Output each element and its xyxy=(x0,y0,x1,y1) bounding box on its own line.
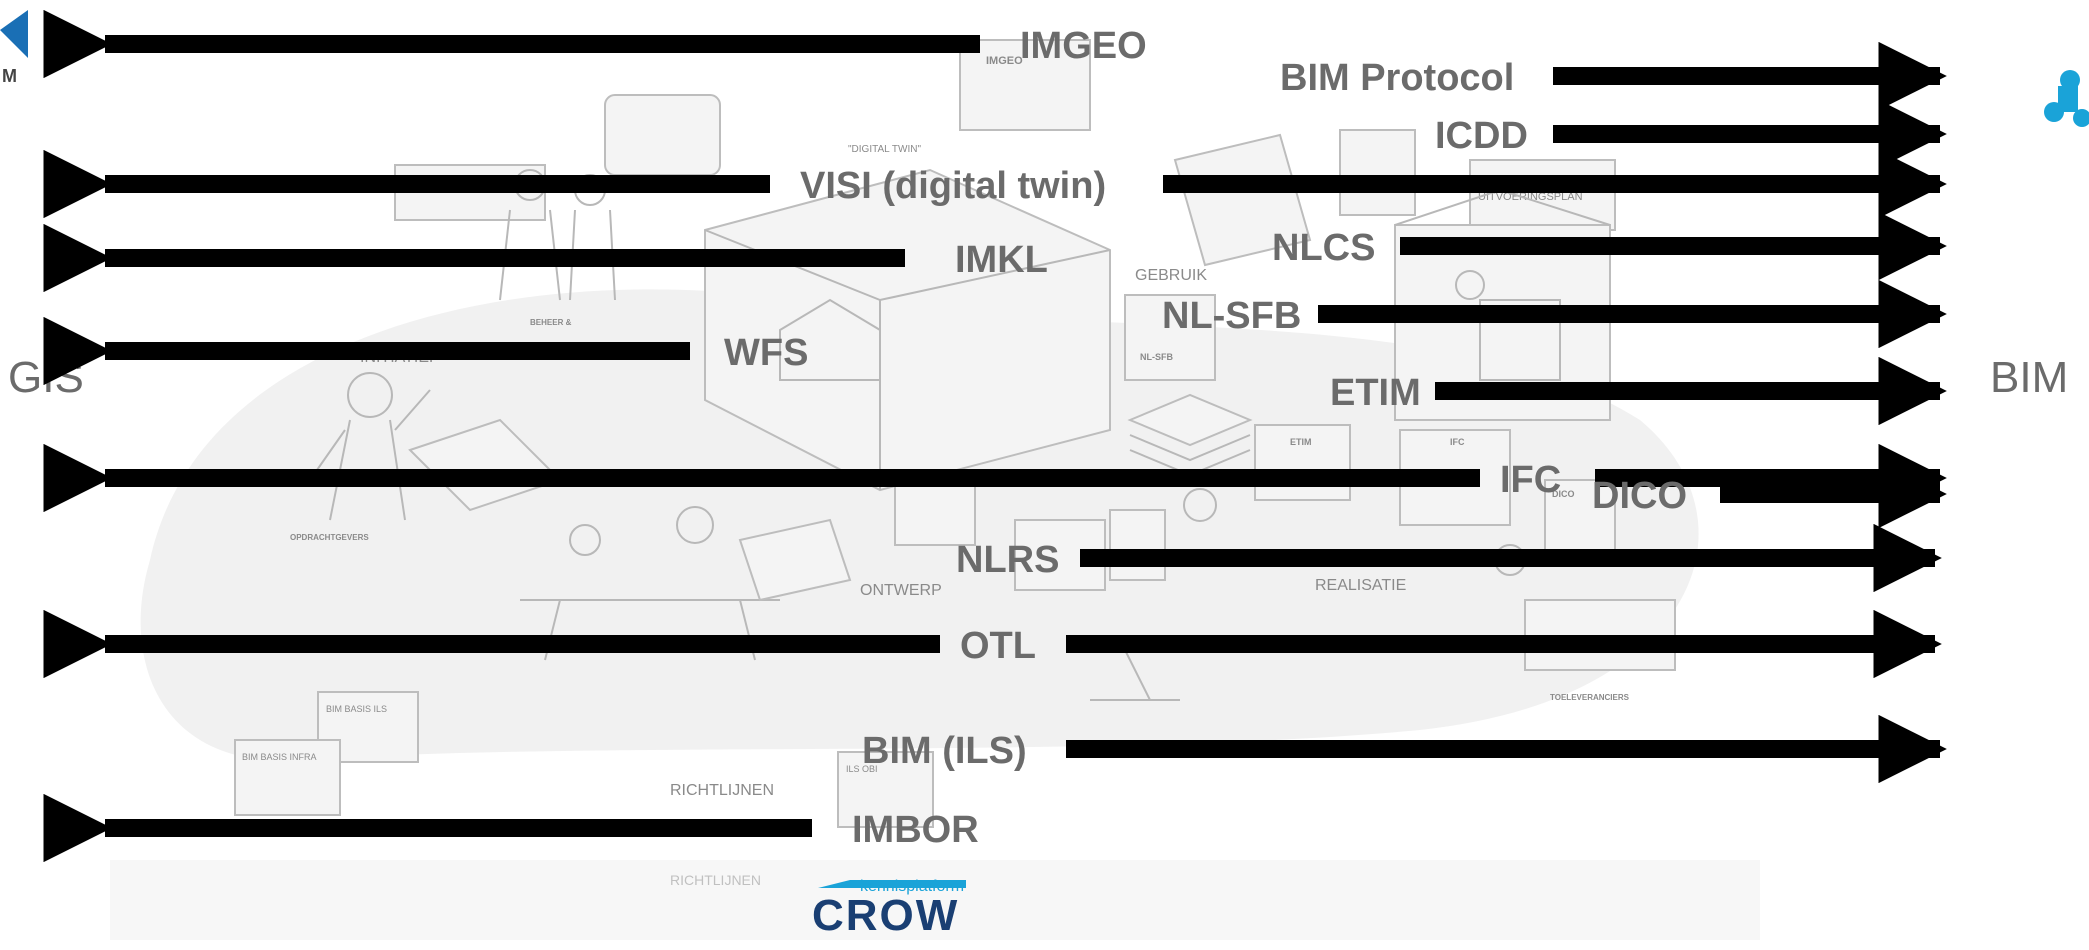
dico-label: DICO xyxy=(1592,475,1687,517)
imbor-label: IMBOR xyxy=(852,809,979,851)
opdrachtgevers-caption: OPDRACHTGEVERS xyxy=(290,533,369,542)
nlrs-label: NLRS xyxy=(956,539,1059,581)
otl-label: OTL xyxy=(960,625,1036,667)
partner-logo-icon: M xyxy=(0,10,28,86)
imgeo-box xyxy=(959,39,1091,131)
bim-basis-ils-caption: BIM BASIS ILS xyxy=(326,704,387,714)
bp-bim-card xyxy=(1339,129,1416,216)
visi-digital-twin-label: VISI (digital twin) xyxy=(800,165,1106,207)
crow-logo-subtitle: kennisplatform xyxy=(860,878,964,895)
toeleveranciers-caption: TOELEVERANCIERS xyxy=(1550,693,1630,702)
ifc-label: IFC xyxy=(1500,459,1561,501)
phase-realisatie: REALISATIE xyxy=(1315,577,1406,594)
ifc-card-caption: IFC xyxy=(1450,437,1465,447)
cube-sketch xyxy=(1173,133,1312,267)
phase-richtlijnen-reflection: RICHTLIJNEN xyxy=(670,872,761,888)
engineer-head-sketch xyxy=(1183,488,1217,522)
ils-obi-card xyxy=(837,751,934,828)
beheer-caption: BEHEER & xyxy=(530,318,572,327)
phase-gebruik: GEBRUIK xyxy=(1135,267,1207,284)
crow-logo-swoosh xyxy=(818,880,966,888)
layers-sketch xyxy=(1127,393,1253,447)
architect-head-sketch xyxy=(569,524,601,556)
star-logo-icon xyxy=(2044,70,2089,127)
bim-protocol-label: BIM Protocol xyxy=(1280,57,1514,99)
monitor-sketch xyxy=(1109,509,1166,581)
standard-arrows xyxy=(43,9,1947,863)
svg-text:M: M xyxy=(2,66,17,86)
bim-ils-label: BIM (ILS) xyxy=(862,730,1027,772)
etim-card xyxy=(1254,424,1351,501)
house-sketch xyxy=(779,298,881,381)
crow-logo: kennisplatform CROW xyxy=(812,878,966,940)
crow-logo-title: CROW xyxy=(812,891,959,940)
nlsfb-card xyxy=(1124,294,1216,381)
architect-head-sketch xyxy=(676,506,714,544)
icdd-label: ICDD xyxy=(1435,115,1528,157)
wfs-label: WFS xyxy=(724,332,808,374)
imgeo-label: IMGEO xyxy=(1020,25,1147,67)
worker-head-sketch xyxy=(1455,270,1485,300)
phase-richtlijnen: RICHTLIJNEN xyxy=(670,782,774,799)
imkl-label: IMKL xyxy=(955,239,1048,281)
gis-label: GIS xyxy=(8,353,84,402)
nlsfb-card-caption: NL-SFB xyxy=(1140,352,1173,362)
bim-label: BIM xyxy=(1990,353,2068,402)
bim-basis-infra-card xyxy=(234,739,341,816)
bottom-ribbon xyxy=(110,860,1760,940)
ils-obi-caption: ILS OBI xyxy=(846,764,878,774)
imgeo-box-caption: IMGEO xyxy=(986,55,1023,67)
bim-basis-infra-caption: BIM BASIS INFRA xyxy=(242,752,317,762)
phase-ontwerp: ONTWERP xyxy=(860,582,942,599)
nl-sfb-label: NL-SFB xyxy=(1162,295,1301,337)
etim-card-caption: ETIM xyxy=(1290,437,1312,447)
digital-twin-caption: "DIGITAL TWIN" xyxy=(848,144,921,155)
opdrachtgever-head-sketch xyxy=(347,372,393,418)
drawing-board-sketch xyxy=(738,518,852,602)
etim-label: ETIM xyxy=(1330,372,1421,414)
dico-card xyxy=(1544,479,1616,551)
tablet-sketch xyxy=(604,94,721,176)
nlcs-label: NLCS xyxy=(1272,227,1375,269)
uitvoeringsplan-caption: UITVOERINGSPLAN xyxy=(1478,191,1583,203)
dico-card-caption: DICO xyxy=(1552,489,1575,499)
